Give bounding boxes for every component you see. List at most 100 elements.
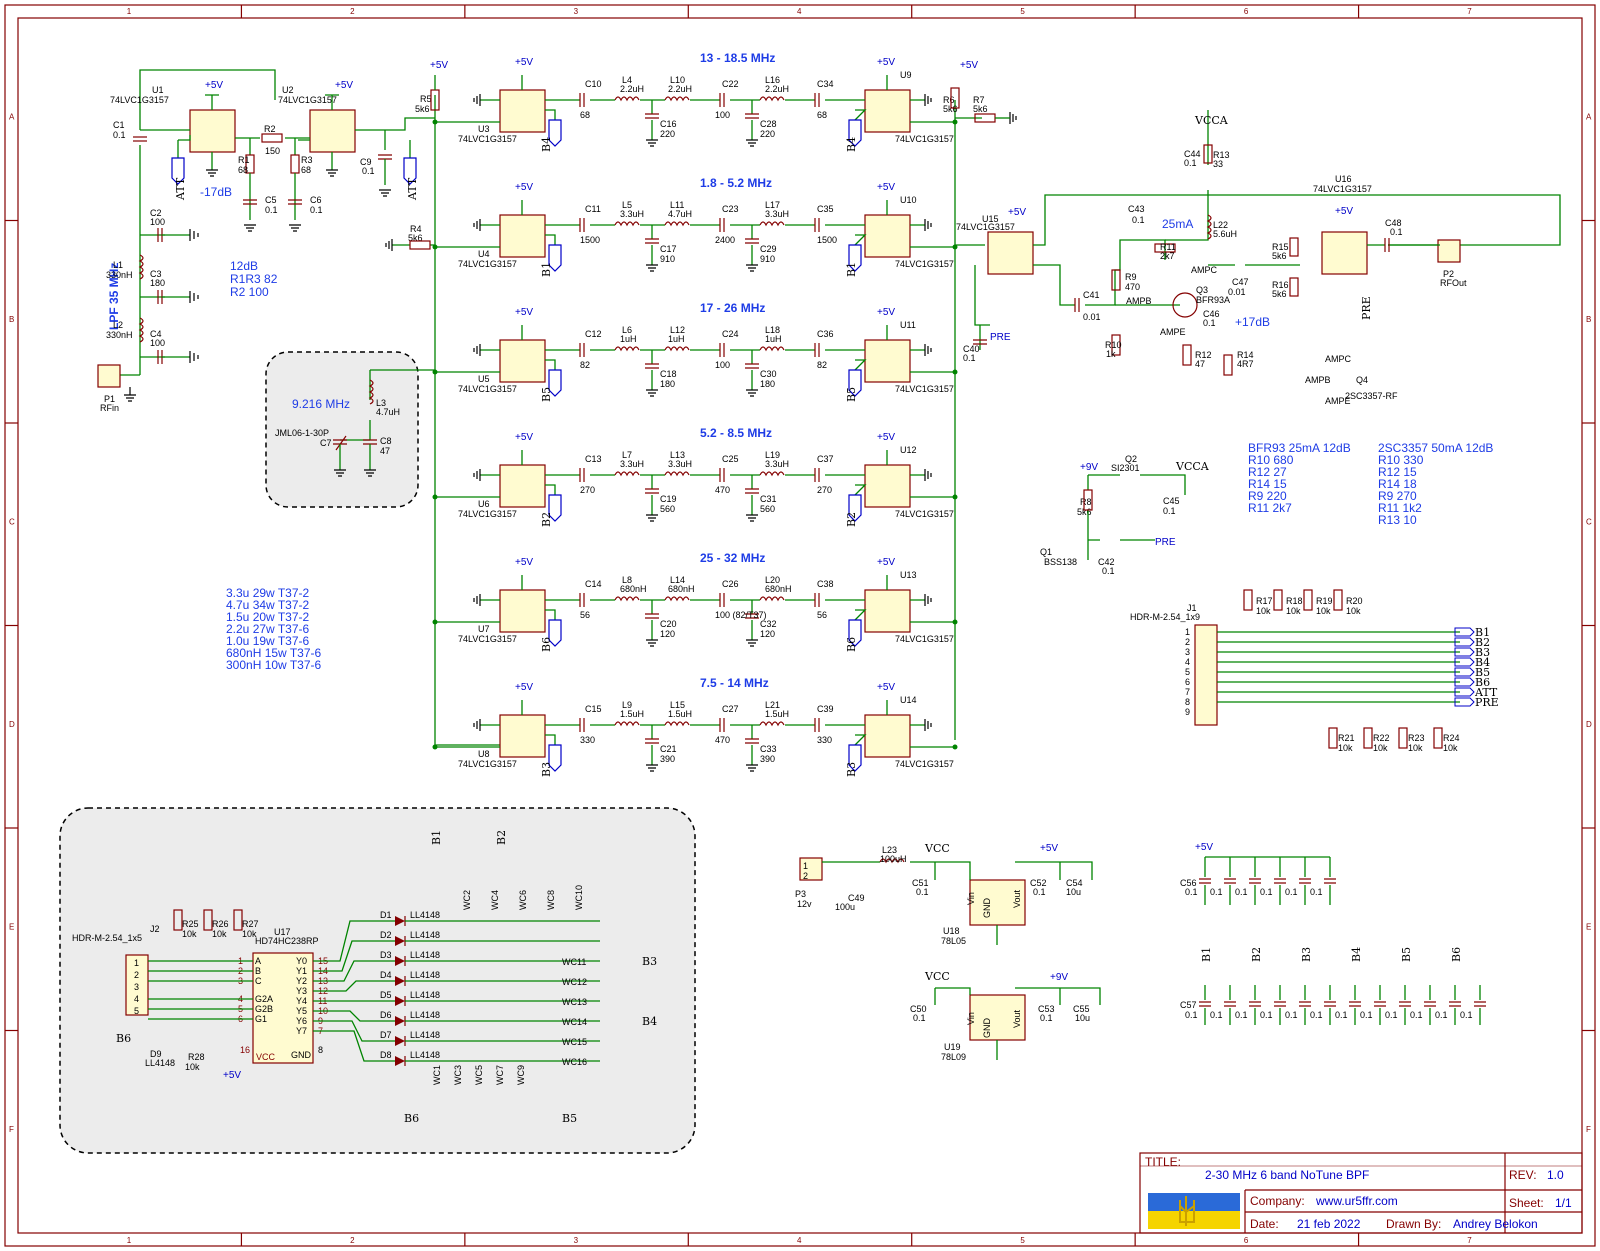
cap-designator: C22: [722, 79, 739, 89]
cap-value: 2400: [715, 235, 735, 245]
inductor-designator: L14: [670, 575, 685, 585]
j1-pin-number: 4: [1185, 657, 1190, 667]
regulators: [799, 857, 1101, 1060]
c52-value: 0.1: [1033, 887, 1046, 897]
cap-value: 270: [817, 485, 832, 495]
j2-part: HDR-M-2.54_1x5: [72, 933, 142, 943]
b1-net-label: B1: [430, 830, 443, 845]
cap-value: 330: [580, 735, 595, 745]
pulldown-designator: R24: [1443, 733, 1460, 743]
sc3357-note-line: R10 330: [1378, 453, 1424, 467]
supply-5v-label: +5V: [1195, 842, 1213, 853]
frame-col-label: 1: [127, 1236, 132, 1245]
cap-designator: C18: [660, 369, 677, 379]
r3-designator: R3: [301, 155, 313, 165]
sc3357-note-line: R11 1k2: [1378, 501, 1422, 515]
inductor-value: 4.7uH: [668, 209, 692, 219]
switch-in: [499, 714, 546, 758]
j1-net-label: B5: [1475, 666, 1490, 679]
c6-value: 0.1: [310, 205, 323, 215]
j1-pin-number: 5: [1185, 667, 1190, 677]
inductor-designator: L17: [765, 200, 780, 210]
r10-value: 1k: [1106, 349, 1116, 359]
cap-designator: C13: [585, 454, 602, 464]
inductor-value: 3.3uH: [668, 459, 692, 469]
b6-net-label: B6: [404, 1112, 419, 1125]
decap-value: 0.1: [1260, 1010, 1273, 1020]
switch-out: [864, 714, 911, 758]
j1-designator: J1: [1187, 603, 1197, 613]
c42-designator: C42: [1098, 557, 1115, 567]
j2-designator: J2: [150, 924, 160, 934]
decap-value: 0.1: [1435, 1010, 1448, 1020]
frame-row-label: E: [9, 922, 14, 931]
inductor-value: 3.3uH: [620, 459, 644, 469]
diode-designator: D3: [380, 950, 392, 960]
supply-5v-label: +5V: [877, 57, 895, 68]
band-row: [432, 325, 958, 397]
pullup-designator: R19: [1316, 596, 1333, 606]
pulldown-designator: R21: [1338, 733, 1355, 743]
cap-value: 470: [715, 735, 730, 745]
c53-value: 0.1: [1040, 1013, 1053, 1023]
u17-gnd-pin-number: 8: [318, 1045, 323, 1055]
att-table-line: R2 100: [230, 285, 269, 299]
c57-designator: C57: [1180, 1000, 1197, 1010]
d9-part: LL4148: [145, 1058, 175, 1068]
switch-in-part: 74LVC1G3157: [458, 759, 517, 769]
switch-in-part: 74LVC1G3157: [458, 509, 517, 519]
u17-output-pin: Y3: [296, 986, 307, 996]
j2-pin-number: 3: [134, 982, 139, 992]
r1-value: 68: [238, 165, 248, 175]
lpf-note: LPF 35 MHz: [107, 263, 121, 330]
pre-net-label: PRE: [1360, 296, 1373, 320]
cap-designator: C21: [660, 744, 677, 754]
band-net-label: B1: [845, 262, 858, 277]
p3-pin-number: 1: [803, 861, 808, 871]
cap-designator: C35: [817, 204, 834, 214]
c54-value: 10u: [1066, 887, 1081, 897]
band-net-label: B6: [540, 637, 553, 652]
inductor-value: 680nH: [668, 584, 695, 594]
r16-value: 5k6: [1272, 289, 1287, 299]
u17-input-pin: C: [255, 976, 262, 986]
j1-pin-number: 8: [1185, 697, 1190, 707]
reg-vin-pin: Vin: [966, 892, 976, 905]
inductor-value: 3.3uH: [765, 459, 789, 469]
bfr93-note-line: R10 680: [1248, 453, 1294, 467]
u19-part: 78L09: [941, 1052, 966, 1062]
coil-note-line: 2.2u 27w T37-6: [226, 622, 309, 636]
frame-row-label: F: [1586, 1125, 1591, 1134]
j1-net-label: B1: [1475, 626, 1490, 639]
band-frequency-label: 5.2 - 8.5 MHz: [700, 426, 772, 440]
c44-designator: C44: [1184, 149, 1201, 159]
crystal-frequency-note: 9.216 MHz: [292, 397, 350, 411]
wire-link-bottom-label: WC5: [474, 1065, 484, 1085]
cap-value: 68: [817, 110, 827, 120]
r13-designator: R13: [1213, 150, 1230, 160]
switch-in: [499, 214, 546, 258]
u17-output-pin: Y6: [296, 1016, 307, 1026]
band-frequency-label: 17 - 26 MHz: [700, 301, 765, 315]
pullup-designator: R18: [1286, 596, 1303, 606]
q3-designator: Q3: [1196, 285, 1208, 295]
d9-designator: D9: [150, 1049, 162, 1059]
inductor-value: 680nH: [620, 584, 647, 594]
switch-in-designator: U6: [478, 499, 490, 509]
band-frequency-label: 1.8 - 5.2 MHz: [700, 176, 772, 190]
r1-designator: R1: [238, 155, 250, 165]
coil-note-line: 4.7u 34w T37-2: [226, 598, 309, 612]
frame-col-label: 1: [127, 7, 132, 16]
r9-designator: R9: [1125, 272, 1137, 282]
switch-in-designator: U4: [478, 249, 490, 259]
switch-in: [499, 339, 546, 383]
j1-net-label: PRE: [1475, 696, 1499, 709]
switch-in-designator: U8: [478, 749, 490, 759]
cap-value: 120: [760, 629, 775, 639]
pulldown-designator: R23: [1408, 733, 1425, 743]
c5-designator: C5: [265, 195, 277, 205]
diode-part: LL4148: [410, 910, 440, 920]
band-net-label: B3: [845, 762, 858, 777]
supply-5v-label: +5V: [1040, 843, 1058, 854]
r6-value: 5k6: [943, 104, 958, 114]
